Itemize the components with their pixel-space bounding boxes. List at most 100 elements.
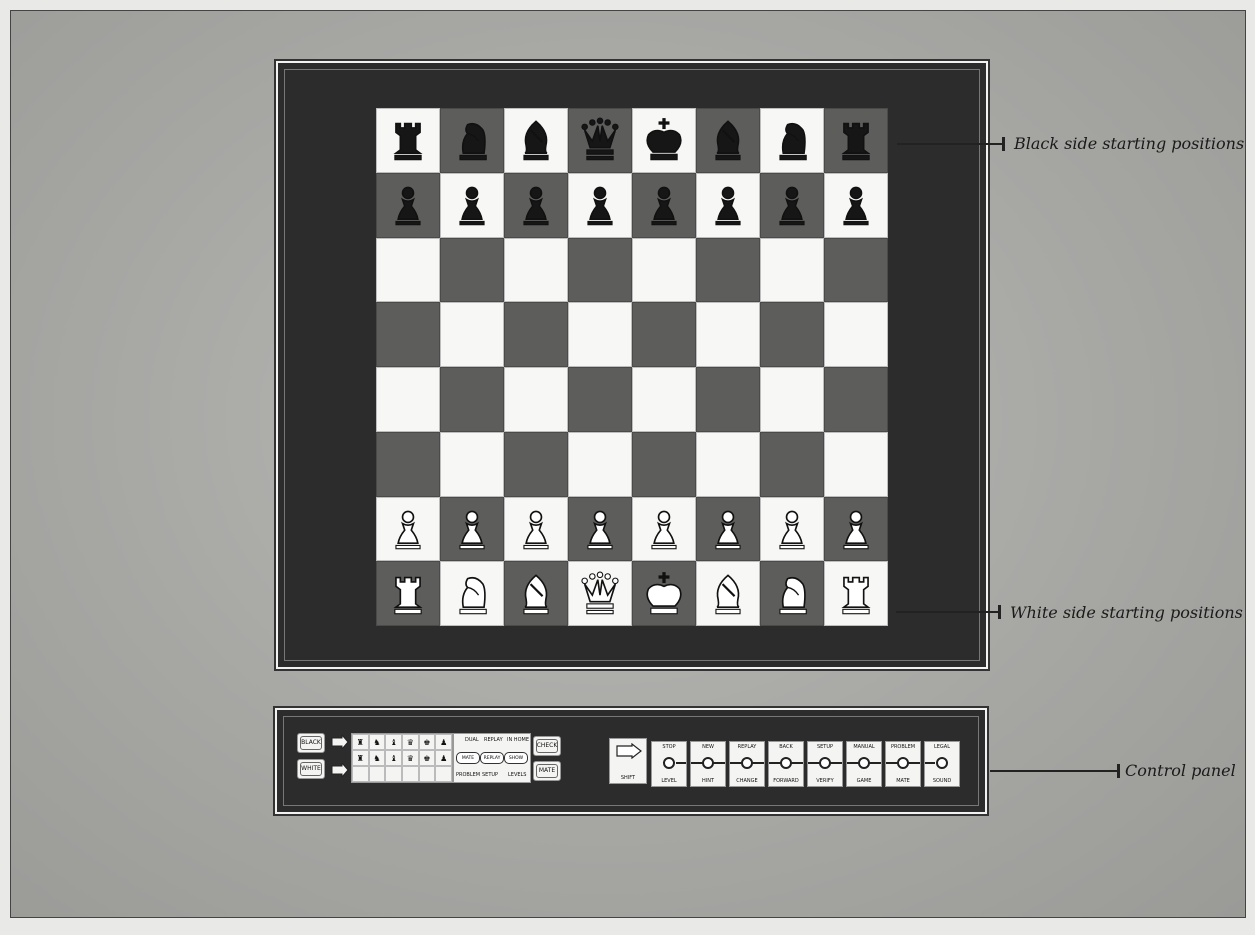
black-bishop-icon[interactable] [514, 117, 558, 163]
black-knight-icon[interactable] [770, 117, 814, 163]
black-pawn-icon[interactable] [386, 182, 430, 228]
board-square[interactable] [824, 367, 888, 432]
board-square[interactable] [760, 432, 824, 497]
chess-board[interactable] [376, 108, 888, 626]
white-pawn-icon[interactable] [706, 506, 750, 552]
board-square[interactable] [440, 497, 504, 562]
board-square[interactable] [440, 108, 504, 173]
board-square[interactable] [440, 367, 504, 432]
board-square[interactable] [504, 302, 568, 367]
board-square[interactable] [376, 173, 440, 238]
board-square[interactable] [760, 497, 824, 562]
white-bishop-icon[interactable] [514, 571, 558, 617]
board-square[interactable] [440, 302, 504, 367]
white-bishop-icon[interactable] [706, 571, 750, 617]
board-square[interactable] [696, 497, 760, 562]
board-square[interactable] [632, 497, 696, 562]
board-square[interactable] [824, 497, 888, 562]
white-queen-icon[interactable] [578, 571, 622, 617]
board-square[interactable] [760, 108, 824, 173]
board-square[interactable] [760, 367, 824, 432]
board-square[interactable] [504, 497, 568, 562]
board-square[interactable] [824, 238, 888, 303]
black-pawn-icon[interactable] [514, 182, 558, 228]
board-square[interactable] [376, 367, 440, 432]
white-button[interactable]: WHITE [297, 759, 325, 779]
black-pawn-icon[interactable] [770, 182, 814, 228]
board-square[interactable] [824, 561, 888, 626]
board-square[interactable] [696, 108, 760, 173]
board-square[interactable] [568, 173, 632, 238]
black-pawn-icon[interactable] [450, 182, 494, 228]
black-pawn-icon[interactable] [578, 182, 622, 228]
white-rook-icon[interactable] [386, 571, 430, 617]
black-bishop-icon[interactable] [706, 117, 750, 163]
board-square[interactable] [568, 561, 632, 626]
black-pawn-icon[interactable] [706, 182, 750, 228]
black-pawn-icon[interactable] [834, 182, 878, 228]
board-square[interactable] [504, 367, 568, 432]
board-square[interactable] [824, 302, 888, 367]
board-square[interactable] [568, 108, 632, 173]
board-square[interactable] [440, 432, 504, 497]
white-pawn-icon[interactable] [642, 506, 686, 552]
board-square[interactable] [696, 432, 760, 497]
board-square[interactable] [632, 173, 696, 238]
board-square[interactable] [760, 173, 824, 238]
board-square[interactable] [504, 561, 568, 626]
shift-key[interactable]: SHIFT [609, 738, 647, 784]
black-rook-icon[interactable] [386, 117, 430, 163]
board-square[interactable] [504, 432, 568, 497]
white-pawn-icon[interactable] [578, 506, 622, 552]
board-square[interactable] [632, 432, 696, 497]
board-square[interactable] [632, 367, 696, 432]
board-square[interactable] [568, 497, 632, 562]
black-king-icon[interactable] [642, 117, 686, 163]
board-square[interactable] [376, 302, 440, 367]
white-knight-icon[interactable] [450, 571, 494, 617]
board-square[interactable] [632, 108, 696, 173]
board-square[interactable] [440, 561, 504, 626]
board-square[interactable] [568, 238, 632, 303]
board-square[interactable] [632, 238, 696, 303]
board-square[interactable] [376, 108, 440, 173]
white-rook-icon[interactable] [834, 571, 878, 617]
board-square[interactable] [696, 302, 760, 367]
board-square[interactable] [696, 173, 760, 238]
board-square[interactable] [760, 302, 824, 367]
white-pawn-icon[interactable] [834, 506, 878, 552]
board-square[interactable] [632, 302, 696, 367]
white-knight-icon[interactable] [770, 571, 814, 617]
white-pawn-icon[interactable] [514, 506, 558, 552]
board-square[interactable] [568, 302, 632, 367]
board-square[interactable] [696, 367, 760, 432]
board-square[interactable] [440, 173, 504, 238]
board-square[interactable] [824, 432, 888, 497]
board-square[interactable] [824, 108, 888, 173]
board-square[interactable] [696, 561, 760, 626]
black-knight-icon[interactable] [450, 117, 494, 163]
board-square[interactable] [760, 238, 824, 303]
black-pawn-icon[interactable] [642, 182, 686, 228]
black-button[interactable]: BLACK [297, 733, 325, 753]
board-square[interactable] [376, 561, 440, 626]
white-pawn-icon[interactable] [386, 506, 430, 552]
board-square[interactable] [632, 561, 696, 626]
board-square[interactable] [504, 108, 568, 173]
board-square[interactable] [568, 432, 632, 497]
board-square[interactable] [376, 497, 440, 562]
white-pawn-icon[interactable] [450, 506, 494, 552]
board-square[interactable] [568, 367, 632, 432]
board-square[interactable] [504, 238, 568, 303]
board-square[interactable] [376, 238, 440, 303]
board-square[interactable] [376, 432, 440, 497]
board-square[interactable] [760, 561, 824, 626]
